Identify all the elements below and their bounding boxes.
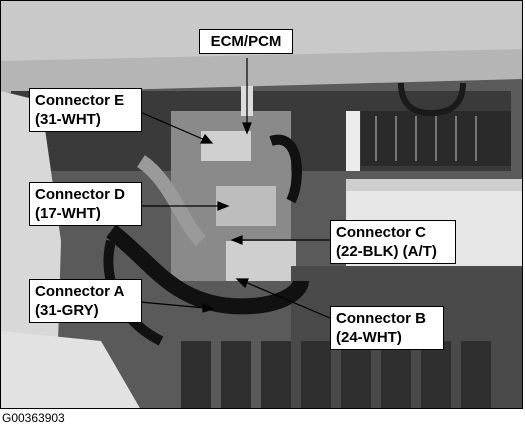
callout-ecm-pcm: ECM/PCM: [199, 29, 293, 54]
arrowhead-connector-c: [230, 235, 243, 245]
arrowhead-connector-b: [235, 278, 249, 289]
callout-connector-e: Connector E (31-WHT): [29, 88, 142, 132]
callout-connector-a-spec: (31-GRY): [35, 302, 99, 319]
leader-connector-a: [139, 301, 206, 309]
callout-connector-c-spec: (22-BLK) (A/T): [336, 243, 437, 260]
callout-connector-c-name: Connector C: [336, 224, 426, 241]
callout-connector-a: Connector A (31-GRY): [29, 279, 142, 323]
callout-ecm-pcm-label: ECM/PCM: [210, 33, 282, 50]
callout-connector-a-name: Connector A: [35, 283, 125, 300]
callout-connector-d-spec: (17-WHT): [35, 205, 101, 222]
callout-connector-b-name: Connector B: [336, 310, 426, 327]
callout-connector-e-spec: (31-WHT): [35, 111, 101, 128]
leader-connector-e: [139, 111, 206, 141]
figure-id: G00363903: [2, 411, 65, 425]
arrowhead-connector-d: [217, 201, 230, 211]
callout-connector-e-name: Connector E: [35, 92, 125, 109]
callout-connector-d-name: Connector D: [35, 186, 125, 203]
arrowhead-connector-e: [200, 133, 214, 144]
leader-lines: [139, 58, 331, 319]
callout-connector-b-spec: (24-WHT): [336, 329, 402, 346]
arrowhead-ecm: [242, 122, 252, 135]
arrowhead-connector-a: [202, 303, 215, 313]
callout-connector-c: Connector C (22-BLK) (A/T): [330, 220, 456, 264]
leader-connector-b: [244, 281, 331, 319]
callout-connector-b: Connector B (24-WHT): [330, 306, 444, 350]
callout-connector-d: Connector D (17-WHT): [29, 182, 142, 226]
